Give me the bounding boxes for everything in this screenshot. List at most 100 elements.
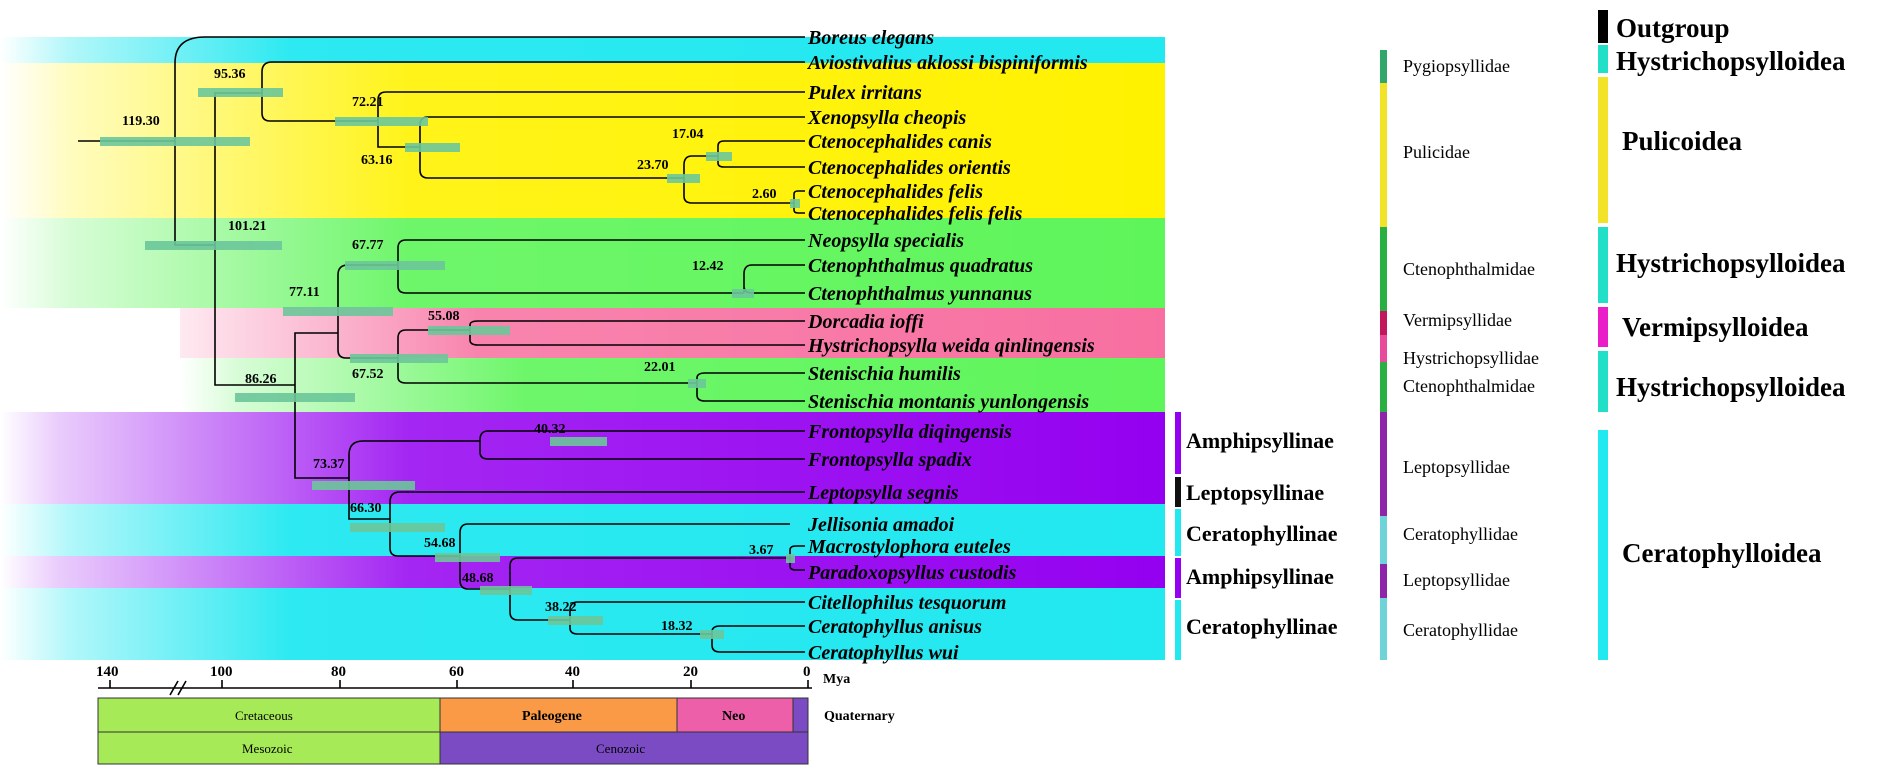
family-bar: [1380, 412, 1387, 516]
superfamily-bar: [1598, 45, 1608, 73]
family-bar: [1380, 83, 1387, 227]
taxon-label: Boreus elegans: [807, 27, 934, 49]
family-label: Pulicidae: [1403, 142, 1470, 162]
taxon-label: Ctenocephalides felis: [808, 181, 983, 203]
taxon-label: Leptopsylla segnis: [807, 482, 959, 504]
node-age: 67.77: [352, 238, 384, 253]
node-age: 40.32: [534, 422, 566, 437]
node-101: [214, 245, 295, 386]
node-40: [479, 430, 805, 460]
node-86-down: [294, 385, 349, 479]
taxon-label: Ctenophthalmus yunnanus: [808, 283, 1032, 305]
node-age: 73.37: [313, 457, 345, 472]
family-label: Leptopsyllidae: [1403, 570, 1510, 590]
axis-break-mark: [169, 680, 179, 696]
taxon-label: Macrostylophora euteles: [807, 536, 1011, 558]
taxon-label: Ctenocephalides orientis: [808, 157, 1011, 179]
node-age: 23.70: [637, 158, 669, 173]
node-age: 12.42: [692, 259, 724, 274]
superfamily-label: Hystrichopsylloidea: [1616, 248, 1846, 278]
node-age: 17.04: [672, 127, 704, 142]
axis-tick-label: 100: [210, 664, 233, 680]
node-73-down: [348, 478, 390, 520]
node-73: [348, 440, 480, 478]
node-age: 54.68: [424, 536, 456, 551]
hpd-bar: [335, 117, 428, 126]
taxon-label: Stenischia montanis yunlongensis: [808, 391, 1089, 413]
superfamily-label: Outgroup: [1616, 13, 1730, 43]
node-age: 86.26: [245, 372, 277, 387]
hpd-bar: [350, 523, 445, 532]
node-age-labels: 119.30 95.36 72.21 63.16 17.04 23.70 2.6…: [122, 67, 777, 634]
hpd-bar: [405, 143, 460, 152]
node-3: [789, 545, 805, 571]
node-66: [389, 491, 805, 519]
hpd-bar: [312, 481, 415, 490]
hpd-bar: [480, 586, 532, 595]
superfamily-label: Vermipsylloidea: [1622, 312, 1809, 342]
family-label: Hystrichopsyllidae: [1403, 348, 1539, 368]
node-age: 95.36: [214, 67, 246, 82]
hpd-bar: [700, 630, 724, 639]
family-label: Pygiopsyllidae: [1403, 56, 1510, 76]
family-label: Vermipsyllidae: [1403, 310, 1512, 330]
node-2: [793, 190, 805, 214]
node-age: 38.22: [545, 600, 577, 615]
band-ceratophyllinae-1: [0, 504, 1165, 556]
clade-bands: [0, 37, 1165, 660]
superfamily-bar: [1598, 430, 1608, 660]
taxon-label: Ctenophthalmus quadratus: [808, 255, 1033, 277]
node-72: [377, 91, 805, 121]
family-bar: [1380, 50, 1387, 83]
axis-tick-label: 0: [803, 664, 811, 680]
band-amphipsyllinae-1: [0, 412, 1165, 504]
node-17: [717, 140, 805, 168]
subfamily-bar: [1175, 509, 1181, 556]
node-54: [459, 523, 790, 556]
family-bar: [1380, 335, 1387, 362]
node-67a: [397, 239, 805, 265]
subfamily-column: Amphipsyllinae Leptopsyllinae Ceratophyl…: [1175, 412, 1338, 660]
node-95-down: [261, 93, 378, 122]
node-67b-down: [397, 358, 697, 384]
subfamily-bar: [1175, 558, 1181, 598]
node-95-top: [261, 61, 805, 93]
family-label: Ctenophthalmidae: [1403, 259, 1535, 279]
family-bar: [1380, 516, 1387, 564]
axis-tick-label: 60: [449, 664, 464, 680]
superfamily-label: Hystrichopsylloidea: [1616, 46, 1846, 76]
family-label: Ceratophyllidae: [1403, 524, 1518, 544]
hpd-bar: [786, 554, 795, 563]
taxon-label: Ctenocephalides canis: [808, 131, 992, 153]
node-age: 3.67: [749, 543, 774, 558]
taxon-label: Hystrichopsylla weida qinlingensis: [807, 335, 1095, 357]
family-bar: [1380, 598, 1387, 660]
node-23: [683, 155, 718, 178]
taxon-label: Frontopsylla diqingensis: [807, 421, 1012, 443]
node-age: 101.21: [228, 219, 267, 234]
subfamily-bar: [1175, 600, 1181, 660]
node-age: 119.30: [122, 114, 160, 129]
hpd-bar: [688, 379, 706, 388]
era-label: Mesozoic: [242, 741, 293, 756]
band-amphipsyllinae-2: [0, 556, 1165, 588]
superfamily-bar: [1598, 77, 1608, 223]
node-age: 77.11: [289, 285, 320, 300]
node-48-down: [509, 589, 570, 621]
taxon-label: Ctenocephalides felis felis: [808, 203, 1023, 225]
axis-tick-label: 20: [683, 664, 698, 680]
node-age: 66.30: [350, 501, 382, 516]
node-22: [696, 372, 805, 402]
node-age: 72.21: [352, 95, 384, 110]
period-label: Neo: [722, 709, 745, 724]
period-label: Quaternary: [824, 709, 895, 724]
taxon-label: Paradoxopsyllus custodis: [807, 562, 1017, 584]
band-vermipsylloidea: [180, 308, 1165, 358]
node-age: 22.01: [644, 360, 676, 375]
superfamily-bar: [1598, 227, 1608, 303]
subfamily-bar: [1175, 477, 1181, 507]
hpd-bar: [145, 241, 282, 250]
hpd-bar: [198, 88, 283, 97]
taxon-label: Stenischia humilis: [808, 363, 961, 385]
taxon-label: Dorcadia ioffi: [807, 311, 924, 333]
